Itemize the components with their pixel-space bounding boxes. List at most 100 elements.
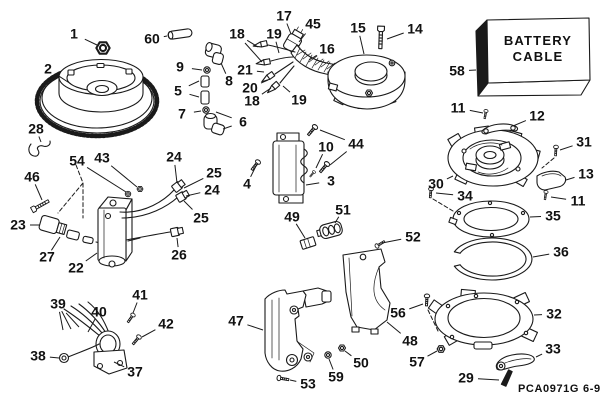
- callout-38: 38: [30, 348, 46, 364]
- leader-line-34: [435, 192, 454, 196]
- callout-5: 5: [174, 83, 182, 99]
- spacer-27-drawing: [66, 229, 80, 241]
- callout-6: 6: [239, 114, 247, 130]
- screw-56-drawing: [423, 293, 431, 307]
- callout-52: 52: [405, 229, 421, 245]
- callout-24: 24: [166, 149, 182, 165]
- leader-line-56: [409, 303, 424, 310]
- leader-line-39: [65, 312, 80, 328]
- leader-line-49: [295, 223, 306, 239]
- washer-54-drawing: [124, 190, 132, 198]
- retainer-plate-35-drawing: [448, 200, 530, 238]
- leader-line-44: [319, 129, 345, 141]
- leader-line-26: [176, 237, 179, 248]
- leader-line-17: [286, 23, 292, 35]
- retainer-13-drawing: [536, 170, 567, 191]
- leader-line-25: [183, 177, 204, 189]
- callout-53: 53: [300, 376, 316, 392]
- callout-32: 32: [546, 306, 562, 322]
- callout-11: 11: [451, 100, 466, 116]
- pin-29-drawing: [500, 369, 513, 387]
- leader-line-37: [113, 361, 125, 368]
- leader-line-46: [34, 184, 43, 201]
- callout-35: 35: [545, 208, 561, 224]
- leader-line-27: [50, 236, 61, 251]
- sleeve-5a-drawing: [200, 75, 210, 88]
- leader-line-59: [328, 358, 334, 370]
- nut-57-drawing: [436, 345, 446, 353]
- bracket-47-drawing: [264, 287, 332, 372]
- callout-59: 59: [328, 369, 344, 385]
- callout-9: 9: [176, 59, 184, 75]
- leader-line-20: [260, 79, 269, 84]
- callout-39: 39: [50, 296, 66, 312]
- leader-line-21: [256, 70, 265, 73]
- callout-28: 28: [28, 121, 44, 137]
- callout-45: 45: [305, 16, 321, 32]
- connector-51-drawing: [316, 220, 343, 240]
- stator-drawing: [327, 54, 406, 110]
- leader-line-25: [183, 200, 193, 210]
- leader-line-29: [477, 378, 500, 381]
- callout-15: 15: [350, 20, 366, 36]
- callout-56: 56: [390, 305, 406, 321]
- leader-line-36: [532, 253, 550, 258]
- leader-line-51: [334, 216, 340, 224]
- screw-53-drawing: [276, 374, 290, 383]
- callout-33: 33: [545, 341, 561, 357]
- leader-line-35: [529, 216, 542, 218]
- leader-line-38: [49, 356, 60, 359]
- leader-line-28: [38, 136, 42, 143]
- leader-line-2: [57, 75, 72, 85]
- nut-50-drawing: [337, 344, 347, 352]
- callout-60: 60: [144, 31, 160, 47]
- callout-34: 34: [457, 188, 473, 204]
- lever-33-drawing: [495, 353, 535, 371]
- leader-line-5: [189, 93, 200, 98]
- callout-10: 10: [318, 139, 334, 155]
- callout-7: 7: [178, 106, 186, 122]
- wires-39-drawing: [63, 301, 110, 337]
- connector-37-drawing: [93, 330, 128, 375]
- timer-base-drawing: [447, 125, 541, 188]
- leader-line-6: [215, 111, 232, 119]
- bolt-46-drawing: [30, 197, 51, 214]
- plate-48-drawing: [342, 248, 391, 335]
- leader-line-54: [86, 166, 127, 193]
- grommet-8-drawing: [204, 42, 224, 65]
- callout-3: 3: [327, 173, 335, 189]
- callout-16: 16: [319, 41, 335, 57]
- leader-line-4: [250, 163, 258, 178]
- callout-2: 2: [44, 61, 52, 77]
- leader-line-8: [220, 62, 227, 74]
- leader-line-30: [446, 175, 454, 180]
- flywheel-drawing: [34, 58, 160, 139]
- plug-cap-23-drawing: [38, 214, 68, 236]
- leader-line-31: [559, 145, 573, 151]
- callout-14: 14: [407, 21, 423, 37]
- leader-line-50: [344, 350, 352, 357]
- callout-26: 26: [171, 247, 187, 263]
- callout-40: 40: [91, 304, 107, 320]
- screw-42-drawing: [130, 333, 143, 347]
- leader-line-19: [282, 85, 291, 93]
- ring-terminal-38-drawing: [58, 343, 100, 364]
- snap-ring-36-drawing: [453, 237, 533, 281]
- nut-43-drawing: [136, 185, 144, 193]
- callout-23: 23: [10, 217, 26, 233]
- leader-line-44: [329, 151, 348, 166]
- leader-line-40: [87, 318, 96, 333]
- leader-line-22: [85, 252, 98, 262]
- callout-27: 27: [39, 249, 55, 265]
- leader-line-24: [185, 192, 201, 197]
- screw-41-drawing: [125, 311, 137, 325]
- leader-line-53: [289, 379, 297, 382]
- callout-43: 43: [94, 150, 110, 166]
- callout-25: 25: [193, 210, 209, 226]
- leader-line-19: [275, 41, 280, 54]
- coil-wires-drawing: [119, 178, 191, 242]
- leader-line-47: [247, 324, 264, 331]
- leader-line-11: [469, 109, 484, 114]
- grommet-6-drawing: [203, 112, 226, 136]
